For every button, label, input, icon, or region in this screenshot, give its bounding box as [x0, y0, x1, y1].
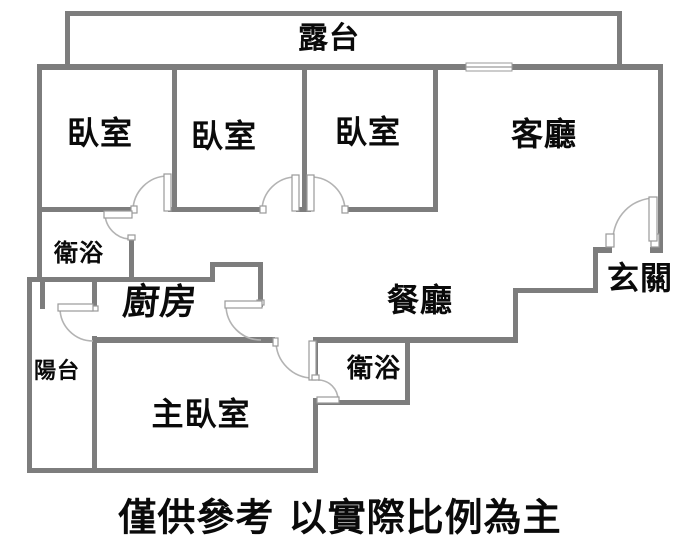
door-bedroom2	[259, 174, 300, 214]
window-living-room	[465, 62, 513, 72]
wall-bed1-bed2	[172, 67, 177, 212]
room-label-living-room: 客廳	[510, 115, 578, 153]
wall-bedrooms-bottom-d	[345, 207, 438, 212]
room-label-entry: 玄關	[606, 259, 674, 297]
wall-bath1-left-stub	[40, 277, 45, 309]
wall-balcony-divider-top	[92, 282, 97, 310]
wall-bedrooms-bottom-b	[168, 207, 262, 212]
wall-bath1-right	[129, 238, 134, 282]
wall-bed3-living	[433, 67, 438, 212]
wall-terrace-top	[65, 11, 622, 16]
wall-middle-a	[92, 337, 275, 343]
room-label-balcony: 陽台	[33, 359, 81, 384]
wall-dining-step-v2	[593, 247, 598, 293]
wall-kitchen-top	[27, 277, 215, 282]
wall-dining-step-h	[513, 288, 598, 293]
door-entry	[605, 196, 660, 248]
wall-bath2-right	[405, 337, 410, 405]
room-label-bedroom3: 臥室	[334, 113, 402, 151]
wall-balcony-left	[27, 277, 32, 473]
room-label-bathroom2: 衛浴	[346, 354, 402, 384]
room-label-terrace: 露台	[298, 21, 360, 56]
wall-middle-b	[313, 337, 518, 343]
wall-kitchen-step-v	[210, 262, 215, 282]
wall-entry-left	[593, 247, 612, 253]
wall-bedrooms-bottom-c	[296, 207, 311, 212]
room-label-bedroom1: 臥室	[66, 114, 134, 152]
wall-top-main	[37, 64, 663, 70]
room-label-master-bedroom: 主臥室	[151, 395, 251, 433]
room-label-bedroom2: 臥室	[190, 117, 258, 155]
wall-bed2-bed3	[302, 67, 307, 212]
disclaimer-text: 僅供參考 以實際比例為主	[118, 495, 562, 540]
wall-living-right	[658, 67, 663, 253]
door-balcony	[57, 303, 99, 342]
wall-bedrooms-bottom-a	[37, 207, 133, 212]
wall-kitchen-right	[258, 262, 263, 307]
wall-bottom	[27, 468, 318, 473]
room-label-kitchen: 廚房	[120, 282, 200, 323]
wall-kitchen-step-h	[210, 262, 263, 267]
wall-master-right-lower	[313, 398, 318, 473]
door-bedroom3	[306, 174, 349, 214]
door-master-bedroom	[272, 337, 317, 381]
wall-entry-right	[650, 247, 663, 253]
wall-balcony-divider-bottom	[92, 336, 97, 473]
door-kitchen	[224, 299, 265, 341]
wall-terrace-left	[65, 11, 70, 69]
door-bathroom1	[103, 210, 136, 241]
wall-bath2-bottom	[313, 400, 410, 405]
wall-terrace-right	[617, 11, 622, 69]
wall-left-upper	[37, 64, 42, 282]
room-label-dining-room: 餐廳	[386, 281, 454, 319]
wall-dining-step-v1	[513, 288, 518, 343]
room-label-bathroom1: 衛浴	[54, 239, 104, 267]
door-bathroom2	[311, 374, 340, 404]
door-bedroom1	[130, 173, 172, 214]
